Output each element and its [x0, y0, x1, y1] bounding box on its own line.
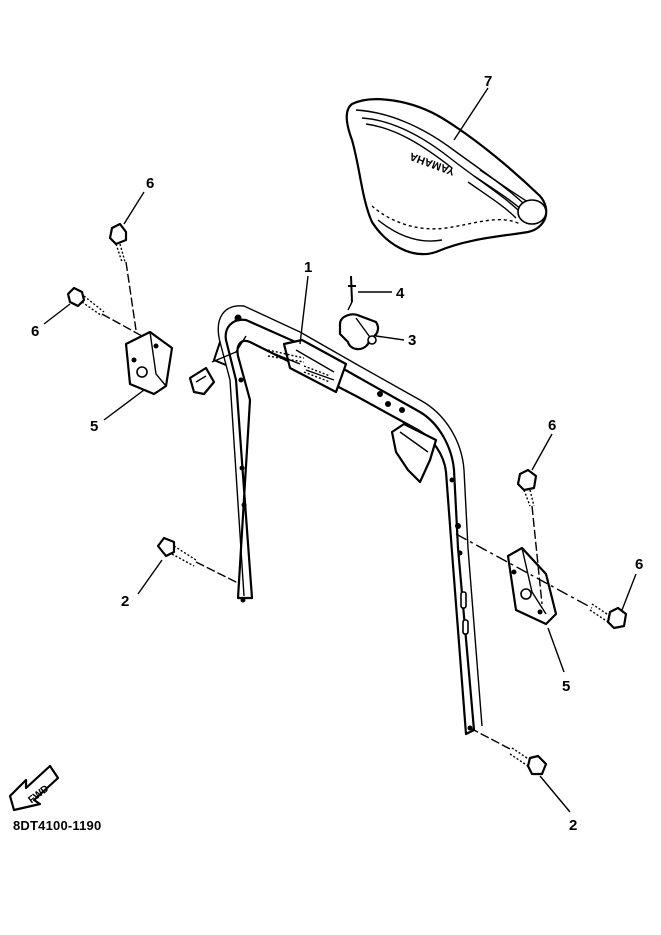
diagram-id-label: 8DT4100-1190 — [13, 818, 102, 833]
stud-bolt — [267, 349, 331, 383]
callout-number: 3 — [408, 332, 416, 349]
callout-2-left: 2 — [121, 559, 163, 610]
frame-part — [211, 305, 483, 736]
callout-7: 7 — [453, 73, 492, 141]
bolt-top-left — [108, 222, 137, 331]
bolt-lower-left — [156, 536, 241, 585]
pin-part — [347, 275, 356, 311]
callouts: 1 2 2 3 4 5 5 6 — [31, 73, 643, 834]
callout-6-right-upper: 6 — [531, 417, 556, 471]
callout-6-mid-left: 6 — [31, 303, 71, 340]
clamp-part — [338, 313, 380, 351]
callout-number: 6 — [548, 417, 556, 434]
callout-number: 2 — [121, 593, 129, 610]
callout-4: 4 — [358, 285, 405, 302]
callout-number: 5 — [90, 418, 98, 435]
grip-sleeve-left — [269, 338, 348, 394]
bolt-mid-left — [66, 286, 143, 337]
bracket-plate-left — [124, 330, 216, 396]
fwd-direction-arrow: FWD — [8, 764, 60, 812]
callout-1: 1 — [299, 259, 312, 345]
seat-part: YAMAHA — [345, 98, 548, 256]
callout-number: 6 — [146, 175, 154, 192]
callout-number: 5 — [562, 678, 570, 695]
callout-5-right: 5 — [547, 627, 570, 695]
callout-2-right: 2 — [539, 775, 577, 834]
bolt-right-lower — [455, 533, 628, 630]
callout-number: 1 — [304, 259, 312, 276]
grip-sleeve-right — [390, 422, 438, 484]
bracket-plate-right — [506, 546, 558, 626]
callout-number: 2 — [569, 817, 577, 834]
bolt-right-upper — [516, 468, 543, 605]
callout-number: 6 — [31, 323, 39, 340]
callout-number: 4 — [396, 285, 405, 302]
callout-5-left: 5 — [90, 389, 145, 435]
callout-6-right-lower: 6 — [621, 556, 643, 611]
callout-6-top-left: 6 — [123, 175, 154, 225]
bolt-lower-right — [469, 727, 548, 776]
callout-number: 6 — [635, 556, 643, 573]
callout-3: 3 — [375, 332, 416, 349]
callout-number: 7 — [484, 73, 492, 90]
